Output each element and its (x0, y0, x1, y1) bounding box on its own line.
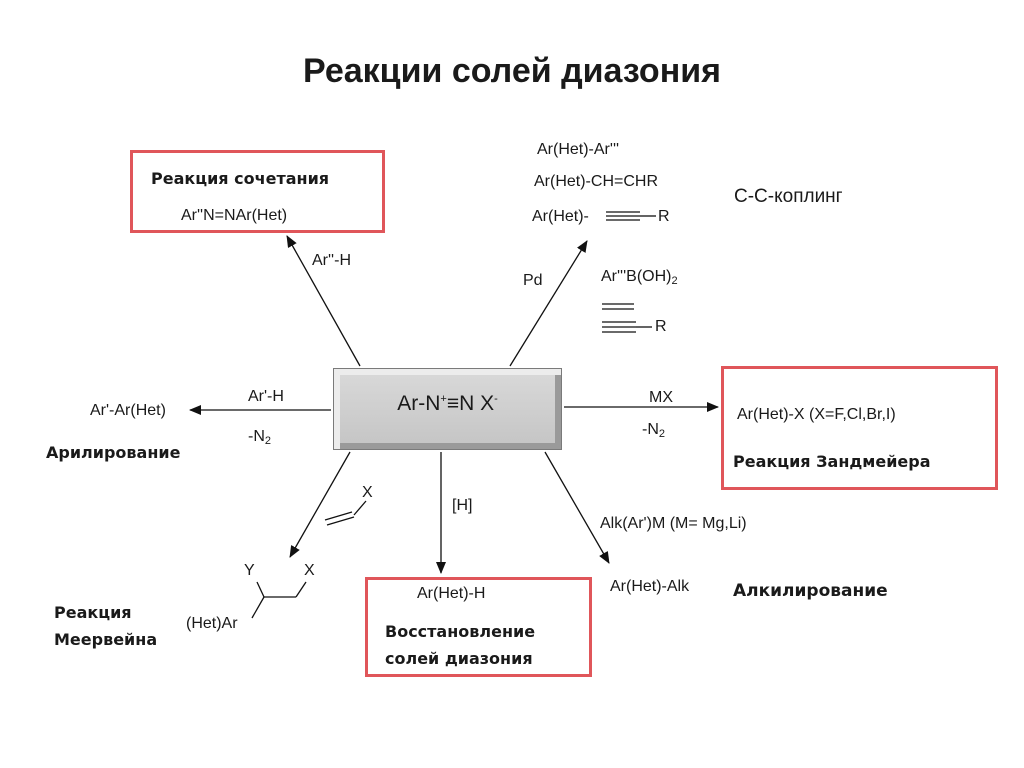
arylation-nitrogen-loss: -N2 (248, 428, 272, 447)
meerwein-reagent-x: X (362, 484, 373, 501)
reduction-box (365, 577, 592, 677)
meerwein-label-line1: Реакция (54, 603, 132, 622)
arrow-to-alkylation (544, 451, 610, 564)
coupling-reaction-title: Реакция сочетания (151, 169, 330, 188)
arylation-label: Арилирование (46, 443, 181, 462)
arrow-to-coupling (286, 235, 361, 367)
diazonium-salt-formula: Ar-N+≡N X- (397, 392, 498, 415)
alkene-bond-reagent (602, 303, 634, 310)
arylation-product: Ar'-Ar(Het) (90, 402, 166, 419)
meerwein-product-bonds (251, 581, 307, 619)
coupling-reaction-product: Ar''N=NAr(Het) (181, 207, 288, 224)
arylation-reagent: Ar'-H (248, 388, 284, 405)
reduction-title-line1: Восстановление (385, 622, 536, 641)
sandmeyer-reagent: MX (649, 389, 673, 406)
vinyl-reagent-bonds (324, 500, 367, 526)
cc-reagent-alkyne-r: R (655, 318, 667, 335)
cc-product-alkyne: Ar(Het)- (532, 208, 589, 225)
reduction-product: Ar(Het)-H (417, 585, 486, 602)
sandmeyer-product: Ar(Het)-X (X=F,Cl,Br,I) (737, 406, 896, 423)
coupling-reaction-box (130, 150, 385, 233)
sandmeyer-nitrogen-loss: -N2 (642, 421, 666, 440)
alkylation-product: Ar(Het)-Alk (610, 578, 690, 595)
arrow-to-cc-coupling (509, 240, 588, 367)
alkylation-reagent: Alk(Ar')M (M= Mg,Li) (600, 515, 747, 532)
reduction-reagent: [H] (452, 497, 473, 514)
cc-reagent-boronic-acid: Ar'''B(OH)2 (601, 268, 678, 287)
meerwein-label-line2: Меервейна (54, 630, 158, 649)
meerwein-product-x: X (304, 562, 315, 579)
alkyne-bond-reagent (602, 321, 652, 333)
cc-product-biaryl: Ar(Het)-Ar''' (537, 141, 620, 158)
coupling-reagent: Ar''-H (312, 252, 351, 269)
alkyne-bond-product (606, 211, 656, 221)
meerwein-product-y: Y (244, 562, 255, 579)
diazonium-salt-box (333, 368, 562, 450)
cc-catalyst: Pd (523, 272, 543, 289)
sandmeyer-reaction-title: Реакция Зандмейера (733, 452, 931, 471)
sandmeyer-reaction-box (721, 366, 998, 490)
cc-product-alkene: Ar(Het)-CH=CHR (534, 173, 658, 190)
arrow-to-meerwein (289, 451, 351, 558)
cc-product-alkyne-r: R (658, 208, 670, 225)
alkylation-label: Алкилирование (733, 581, 888, 601)
meerwein-product-aryl: (Het)Ar (186, 615, 238, 632)
page-title: Реакции солей диазония (303, 52, 721, 90)
reduction-title-line2: солей диазония (385, 649, 533, 668)
cc-coupling-label: C-C-коплинг (734, 186, 843, 207)
